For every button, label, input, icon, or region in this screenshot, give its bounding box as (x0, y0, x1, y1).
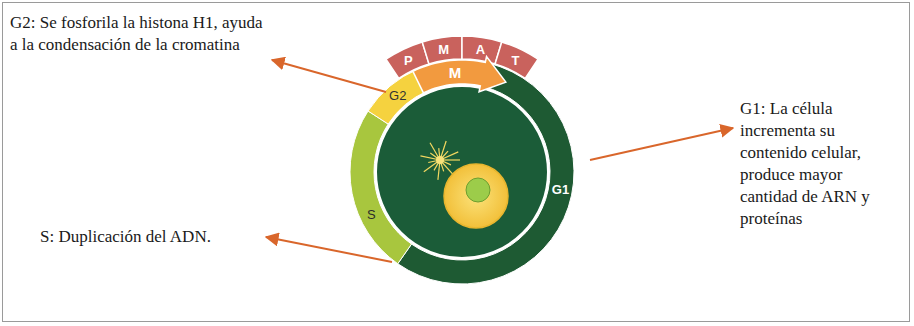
phase-description: S: Duplicación del ADN. (40, 226, 270, 248)
subphase-letter: M (438, 41, 449, 56)
phase-name: G2 (389, 88, 406, 103)
starburst-core (436, 156, 444, 164)
subphase-letter: T (512, 52, 520, 67)
leader-arrow (266, 237, 392, 262)
phase-name: G1 (552, 182, 569, 197)
phase-description: G2: Se fosforila la histona H1, ayuda a … (10, 12, 272, 56)
cell (444, 164, 508, 228)
leader-arrow (590, 128, 733, 160)
phase-description: G1: La célula incrementa su contenido ce… (740, 98, 892, 230)
phase-name: M (449, 65, 462, 80)
subphase-letter: P (404, 52, 413, 67)
phase-name: S (367, 207, 376, 222)
mitosis-subphase-band (495, 42, 538, 78)
mitosis-arrow (413, 57, 506, 93)
g1-segment (398, 63, 574, 284)
subphase-letter: A (476, 41, 485, 56)
cell-nucleus (466, 178, 490, 202)
s-segment (350, 111, 412, 264)
leader-arrow (272, 60, 386, 92)
nucleus-disk (376, 86, 548, 258)
